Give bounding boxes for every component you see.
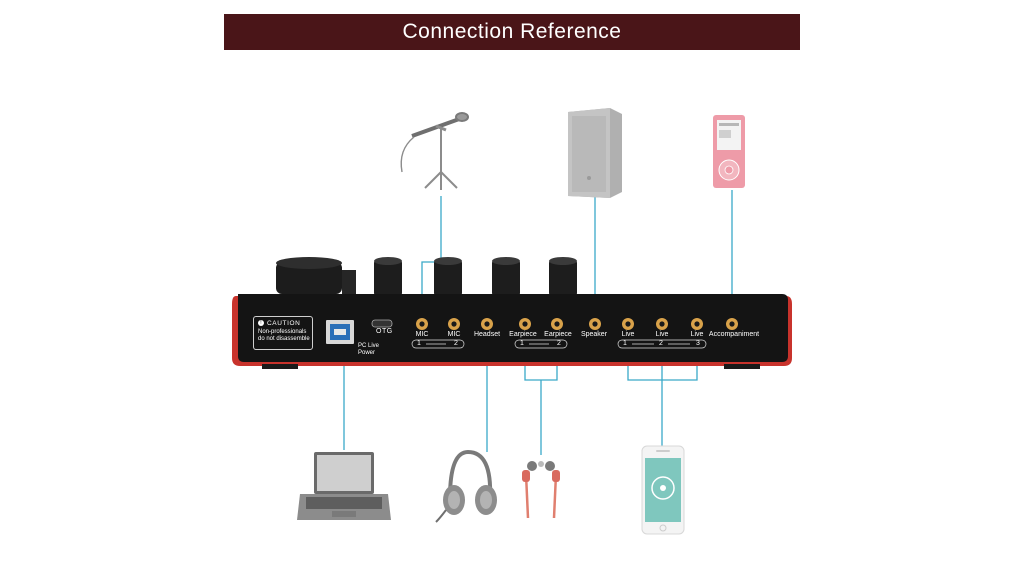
earpiece-number-2: 2 <box>557 340 561 347</box>
knob-1-icon <box>374 257 402 296</box>
laptop-icon <box>297 452 391 520</box>
mic2-jack-icon <box>448 318 460 330</box>
earpiece2-jack-icon <box>551 318 563 330</box>
info-icon: ! <box>258 320 264 326</box>
speaker-cabinet-icon <box>568 108 622 198</box>
mixer-device <box>232 257 792 369</box>
headset-label: Headset <box>473 331 501 338</box>
live-number-3: 3 <box>696 340 700 347</box>
earpiece-number-1: 1 <box>520 340 524 347</box>
volume-knob-large-icon <box>276 257 356 294</box>
live-number-2: 2 <box>659 340 663 347</box>
earpiece1-jack-icon <box>519 318 531 330</box>
otg-label: OTG <box>376 328 393 335</box>
mic2-label: MIC <box>447 331 461 338</box>
speaker-jack-icon <box>589 318 601 330</box>
smartphone-icon <box>641 445 685 535</box>
live1-label: Live <box>621 331 635 338</box>
pc-live-power-label: PC Live Power <box>358 343 379 356</box>
knob-3-icon <box>492 257 520 296</box>
power-label: Power <box>358 349 376 356</box>
pc-live-label: PC Live <box>358 343 380 349</box>
live2-jack-icon <box>656 318 668 330</box>
knob-4-icon <box>549 257 577 296</box>
earphones-icon <box>522 461 560 519</box>
foot-left <box>262 364 298 369</box>
caution-text: Non-professionals do not disassemble <box>258 329 310 343</box>
mic1-label: MIC <box>415 331 429 338</box>
knob-2-icon <box>434 257 462 296</box>
speaker-label: Speaker <box>580 331 608 338</box>
live-number-1: 1 <box>623 340 627 347</box>
mic-number-1: 1 <box>417 340 421 347</box>
caution-line-1: Non-professionals <box>258 329 307 335</box>
mic-number-2: 2 <box>454 340 458 347</box>
body-panel <box>238 294 788 362</box>
accompaniment-label: Accompaniment <box>708 331 760 338</box>
live2-label: Live <box>655 331 669 338</box>
live3-label: Live <box>690 331 704 338</box>
media-player-icon <box>713 115 745 188</box>
headset-jack-icon <box>481 318 493 330</box>
earpiece2-label: Earpiece <box>544 331 572 338</box>
caution-heading: CAUTION <box>267 320 301 327</box>
otg-port-icon <box>371 319 393 328</box>
caution-line-2: do not disassemble <box>258 336 310 342</box>
audio-jacks <box>416 318 738 330</box>
accompaniment-jack-icon <box>726 318 738 330</box>
caution-label: ! CAUTION Non-professionals do not disas… <box>253 316 313 350</box>
microphone-icon <box>400 112 469 190</box>
panel-number-brackets <box>411 339 707 349</box>
diagram-title: Connection Reference <box>224 14 800 50</box>
mic1-jack-icon <box>416 318 428 330</box>
live1-jack-icon <box>622 318 634 330</box>
foot-right <box>724 364 760 369</box>
usb-port-icon <box>326 320 354 344</box>
live3-jack-icon <box>691 318 703 330</box>
headphones-icon <box>435 449 497 523</box>
earpiece1-label: Earpiece <box>509 331 537 338</box>
